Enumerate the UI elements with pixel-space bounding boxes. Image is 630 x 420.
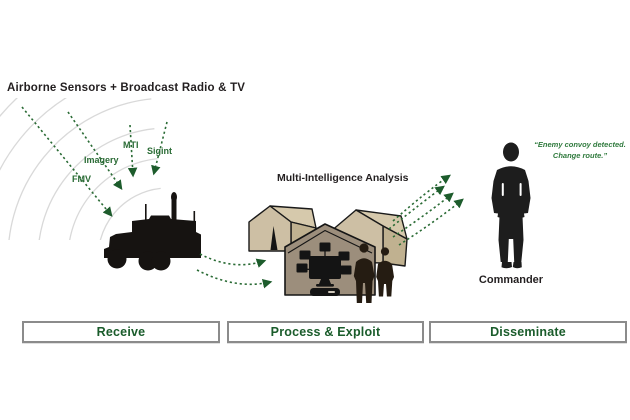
commander-silhouette-icon [491,142,531,269]
commander-label: Commander [478,274,544,286]
feed-label-imagery: Imagery [84,155,119,165]
feed-label-fmv: FMV [72,174,91,184]
imagery-arrow [67,111,123,190]
commander-quote: “Enemy convoy detected. Change route.” [528,140,630,161]
military-vehicle-icon [104,192,201,271]
process-to-disseminate-arrows [388,174,464,246]
radio-wave-arcs-icon [0,98,161,240]
quote-line-1: “Enemy convoy detected. [534,140,626,149]
sensor-feed-arrows [21,106,168,217]
quote-line-2: Change route.” [552,150,608,160]
fmv-arrow [21,106,113,217]
analyst-silhouettes-icon [353,243,394,303]
stage-box-receive: Receive [22,321,220,343]
mti-arrow [127,124,138,178]
receive-to-process-arrows [196,253,273,289]
stage-box-disseminate: Disseminate [429,321,627,343]
analysis-title: Multi-Intelligence Analysis [277,172,409,184]
sigint-arrow [151,121,168,176]
airborne-sensors-title: Airborne Sensors + Broadcast Radio & TV [7,82,246,94]
feed-label-sigint: Sigint [147,146,172,156]
analysis-building-icon [284,223,376,296]
feed-label-mti: MTI [123,140,139,150]
stage-box-process-exploit: Process & Exploit [227,321,424,343]
